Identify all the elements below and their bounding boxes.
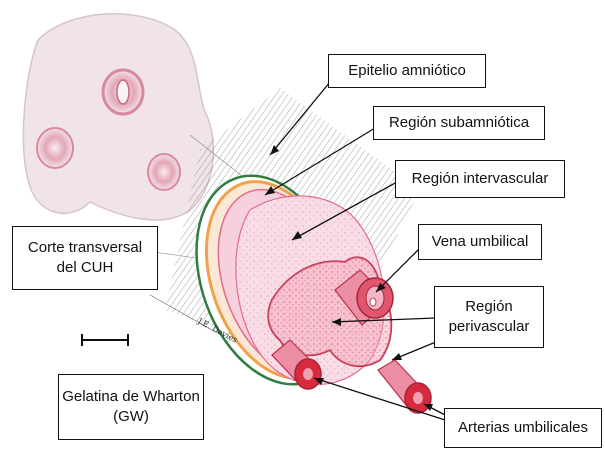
scale-bar [82,334,128,346]
cross-section-tissue [23,14,213,220]
photo-artery-right [148,154,180,190]
label-gelatina-line2: (GW) [113,407,149,427]
label-region-intervascular: Región intervascular [395,160,565,198]
label-epitelio-amniotico: Epitelio amniótico [328,54,486,88]
label-vena-text: Vena umbilical [432,232,529,252]
label-epitelio-text: Epitelio amniótico [348,61,466,81]
label-region-perivascular: Región perivascular [434,286,544,348]
histology-photo [23,14,213,220]
label-corte-transversal: Corte transversal del CUH [12,226,158,290]
photo-artery-left [37,128,73,168]
label-gelatina-line1: Gelatina de Wharton [62,387,200,407]
label-corte-line1: Corte transversal [28,238,142,258]
label-perivascular-line1: Región [465,297,513,317]
label-vena-umbilical: Vena umbilical [418,224,542,260]
label-region-subamniotica: Región subamniótica [373,106,545,140]
label-arterias-umbilicales: Arterias umbilicales [444,408,602,448]
label-gelatina-wharton: Gelatina de Wharton (GW) [58,374,204,440]
label-subamniotica-text: Región subamniótica [389,113,529,133]
umbilical-artery-right [378,360,431,413]
label-perivascular-line2: perivascular [449,317,530,337]
label-arterias-text: Arterias umbilicales [458,418,588,438]
label-corte-line2: del CUH [57,258,114,278]
label-intervascular-text: Región intervascular [412,169,549,189]
